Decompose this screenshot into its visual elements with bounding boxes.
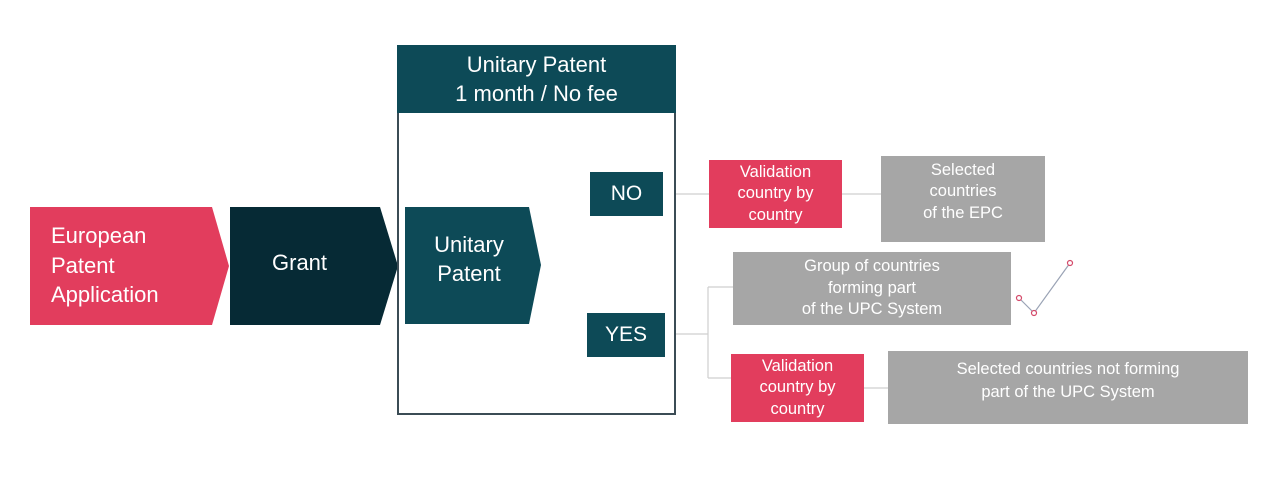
unitary-patent-step: Unitary Patent [405,207,541,324]
handle-glyph [1017,261,1073,316]
selected-countries-not-upc: Selected countries not forming part of t… [888,351,1248,424]
unitary-patent-label: Unitary Patent [429,230,509,288]
european-patent-application-step: European Patent Application [30,207,229,325]
yes-option: YES [587,313,665,357]
validation-yes-branch: Validation country by country [731,354,864,422]
validation-no-branch: Validation country by country [709,160,842,228]
group-upc-countries: Group of countries forming part of the U… [733,252,1011,325]
grant-step: Grant [230,207,398,325]
grant-label: Grant [272,249,327,277]
no-option: NO [590,172,663,216]
european-patent-application-label: European Patent Application [51,221,159,310]
selected-countries-epc: Selected countries of the EPC [881,156,1045,242]
unitary-patent-header: Unitary Patent 1 month / No fee [397,45,676,113]
